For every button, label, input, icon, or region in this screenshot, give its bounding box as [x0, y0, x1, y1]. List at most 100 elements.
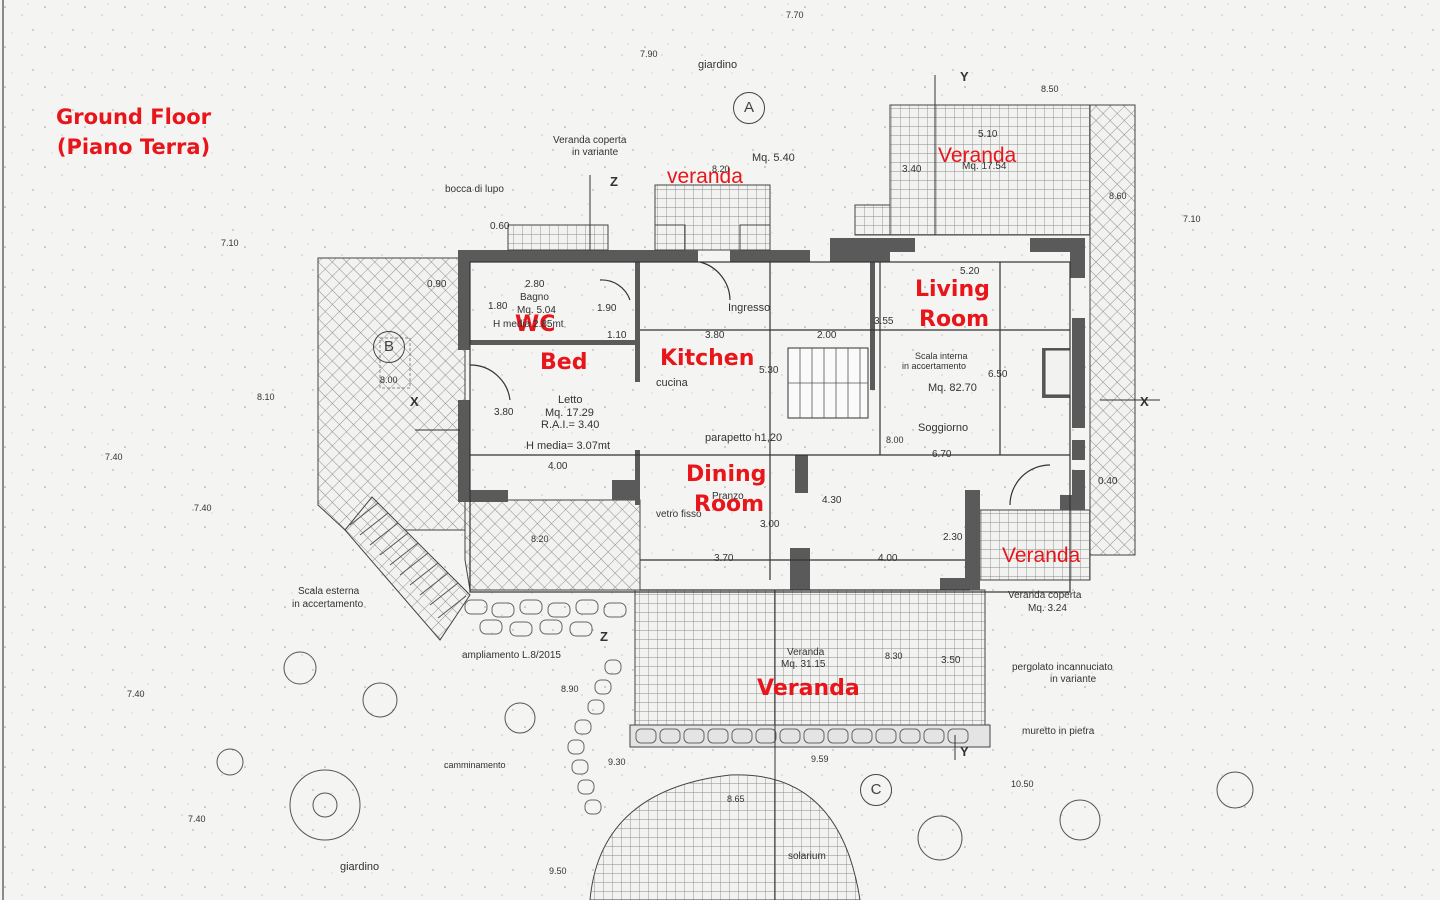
veranda-right-area	[979, 509, 1091, 581]
level-8-20-b: 8.20	[531, 534, 549, 544]
label-pergolato-note: in variante	[1050, 674, 1097, 685]
dim-3-40: 3.40	[902, 164, 922, 175]
dim-1-10: 1.10	[607, 330, 627, 341]
label-letto: Letto	[558, 394, 583, 406]
annotation-wc: WC	[515, 312, 556, 337]
annotation-veranda-bottom: Veranda	[757, 676, 860, 701]
trees	[216, 651, 1254, 861]
label-in-accertamento: in accertamento	[902, 361, 967, 371]
label-ingresso: Ingresso	[728, 302, 771, 314]
level-9-50: 9.50	[549, 866, 567, 876]
section-lines	[415, 75, 1160, 900]
annotation-dining-2: Room	[694, 492, 765, 517]
stone-wall	[629, 724, 991, 748]
label-solarium: solarium	[788, 851, 826, 862]
external-stair-steps	[349, 502, 467, 619]
level-10-50: 10.50	[1011, 779, 1034, 789]
level-8-50: 8.50	[1041, 84, 1059, 94]
title-line-2: (Piano Terra)	[56, 135, 211, 160]
label-cucina: cucina	[656, 377, 688, 389]
level-7-10-b: 7.10	[221, 238, 239, 248]
label-giardino-top: giardino	[698, 59, 738, 71]
solarium-area	[589, 774, 861, 900]
dim-0-40: 0.40	[1098, 476, 1118, 487]
page-title: Ground Floor (Piano Terra)	[56, 102, 211, 163]
label-camminamento: camminamento	[444, 760, 506, 770]
marker-c: C	[860, 774, 892, 806]
level-7-10-a: 7.10	[1183, 214, 1201, 224]
dim-0-60: 0.60	[490, 221, 510, 232]
dim-1-80: 1.80	[488, 301, 508, 312]
marker-x-right: X	[1140, 394, 1149, 409]
level-7-70: 7.70	[786, 10, 804, 20]
interior-lines	[469, 261, 1071, 593]
annotation-kitchen: Kitchen	[660, 346, 755, 371]
label-ampliamento: ampliamento L.8/2015	[462, 650, 561, 661]
light-wells	[507, 204, 891, 251]
label-mq-540: Mq. 5.40	[752, 152, 795, 164]
dim-4-00-a: 4.00	[548, 461, 568, 472]
level-8-60: 8.60	[1109, 191, 1127, 201]
level-8-30: 8.30	[885, 651, 903, 661]
annotation-living-2: Room	[919, 307, 990, 332]
annotation-veranda-right: Veranda	[1002, 544, 1081, 567]
label-pranzo: Pranzo	[712, 491, 744, 502]
dim-0-90: 0.90	[427, 279, 447, 290]
stepping-stones	[464, 599, 627, 815]
dim-6-70: 6.70	[932, 449, 952, 460]
level-9-59: 9.59	[811, 754, 829, 764]
dim-2-80: 2.80	[525, 279, 545, 290]
dim-1-90: 1.90	[597, 303, 617, 314]
annotation-living-1: Living	[915, 277, 990, 302]
terrace-bottom-left	[464, 499, 641, 591]
marker-y-top: Y	[960, 69, 969, 84]
dim-2-30: 2.30	[943, 532, 963, 543]
dim-3-80-b: 3.80	[494, 407, 514, 418]
side-path-right	[1089, 104, 1136, 556]
fireplace	[1044, 349, 1071, 396]
dim-6-50: 6.50	[988, 369, 1008, 380]
label-scala-esterna-note: in accertamento	[292, 599, 364, 610]
stone-wall-stones	[635, 728, 969, 744]
marker-z-top: Z	[610, 174, 618, 189]
level-8-90: 8.90	[561, 684, 579, 694]
veranda-bottom-area	[634, 589, 986, 726]
level-7-90: 7.90	[640, 49, 658, 59]
label-veranda-bottom-mq: Mq. 31.15	[781, 659, 826, 670]
annotation-veranda-top-left: veranda	[667, 165, 743, 188]
label-veranda-coperta-right-mq: Mq. 3.24	[1028, 603, 1067, 614]
label-scala-interna: Scala interna	[915, 351, 968, 361]
label-parapetto: parapetto h1,20	[705, 432, 783, 444]
label-pergolato: pergolato incannuciato	[1012, 662, 1113, 673]
label-soggiorno-mq: Mq. 82.70	[928, 382, 977, 394]
marker-a: A	[733, 92, 765, 124]
label-giardino-bottom: giardino	[340, 861, 380, 873]
level-8-10: 8.10	[257, 392, 275, 402]
annotation-bed: Bed	[540, 350, 588, 375]
label-veranda-coperta-right: Veranda coperta	[1008, 590, 1082, 601]
level-8-20: 8.20	[712, 164, 730, 174]
dim-4-30: 4.30	[822, 495, 842, 506]
veranda-top-right-area	[889, 104, 1091, 236]
internal-stair-steps	[788, 348, 868, 418]
dim-2-00: 2.00	[817, 330, 837, 341]
annotation-dining-1: Dining	[686, 462, 767, 487]
label-veranda-coperta: Veranda coperta	[553, 135, 627, 146]
label-scala-esterna: Scala esterna	[298, 586, 360, 597]
marker-b: B	[373, 331, 405, 363]
dim-5-10: 5.10	[978, 129, 998, 140]
title-line-1: Ground Floor	[56, 105, 212, 129]
level-7-40-a: 7.40	[105, 452, 123, 462]
dim-3-80: 3.80	[705, 330, 725, 341]
label-vetro-fisso: vetro fisso	[656, 509, 702, 520]
dim-3-50: 3.50	[941, 655, 961, 666]
label-bocca-di-lupo: bocca di lupo	[445, 184, 504, 195]
label-letto-mq: Mq. 17.29	[545, 407, 594, 419]
marker-x-left: X	[410, 394, 419, 409]
dim-3-00: 3.00	[760, 519, 780, 530]
marker-z-bottom: Z	[600, 629, 608, 644]
terrace-left	[317, 257, 471, 531]
label-muretto: muretto in pietra	[1022, 726, 1095, 737]
